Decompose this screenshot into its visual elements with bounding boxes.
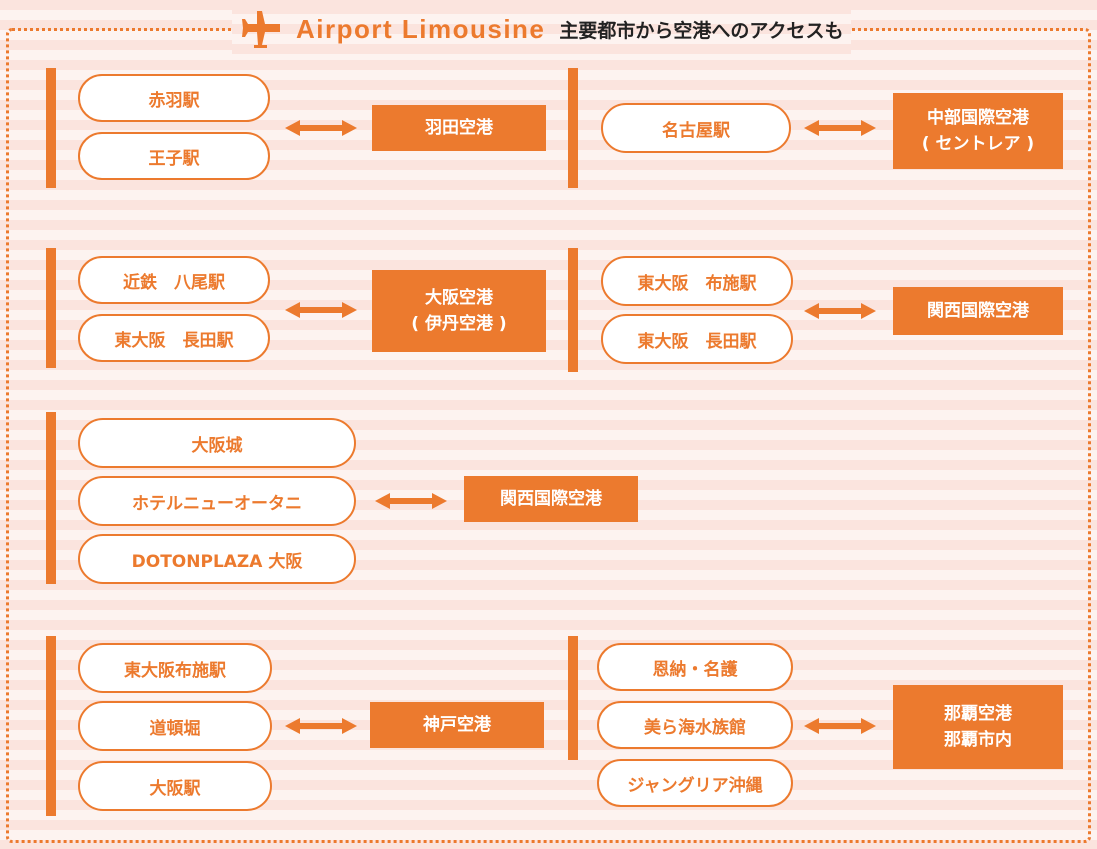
station-junglia: ジャングリア沖縄 xyxy=(597,759,793,807)
double-arrow-icon xyxy=(285,301,357,319)
station-higashi-osaka-fuse: 東大阪布施駅 xyxy=(78,643,272,693)
airport-nickname: ( 伊丹空港 ) xyxy=(411,314,507,334)
title-japanese: 主要都市から空港へのアクセスも xyxy=(559,19,844,42)
airport-kobe: 神戸空港 xyxy=(370,702,544,748)
station-oji: 王子駅 xyxy=(78,132,270,180)
group-bar xyxy=(46,412,56,584)
station-nagata: 東大阪 長田駅 xyxy=(601,314,793,364)
group-bar xyxy=(568,636,578,760)
airport-name: 大阪空港 xyxy=(424,287,493,308)
double-arrow-icon xyxy=(804,119,876,137)
airport-haneda: 羽田空港 xyxy=(372,105,546,151)
group-bar xyxy=(46,248,56,368)
station-nagata: 東大阪 長田駅 xyxy=(78,314,270,362)
airport-chubu: 中部国際空港 ( セントレア ) xyxy=(893,93,1063,169)
station-kintetsu-yao: 近鉄 八尾駅 xyxy=(78,256,270,304)
station-fuse: 東大阪 布施駅 xyxy=(601,256,793,306)
station-akabane: 赤羽駅 xyxy=(78,74,270,122)
double-arrow-icon xyxy=(285,119,357,137)
airport-nickname: ( セントレア ) xyxy=(921,134,1035,154)
station-osaka: 大阪駅 xyxy=(78,761,272,811)
group-bar xyxy=(568,248,578,372)
station-dotonbori: 道頓堀 xyxy=(78,701,272,751)
station-hotel-new-otani: ホテルニューオータニ xyxy=(78,476,356,526)
double-arrow-icon xyxy=(285,717,357,735)
title-english: Airport Limousine xyxy=(296,13,546,44)
double-arrow-icon xyxy=(804,717,876,735)
airport-name: 中部国際空港 xyxy=(926,107,1029,128)
group-bar xyxy=(46,68,56,188)
airport-itami: 大阪空港 ( 伊丹空港 ) xyxy=(372,270,546,352)
airport-name: 那覇空港 xyxy=(944,703,1012,724)
group-bar xyxy=(46,636,56,816)
airport-kansai: 関西国際空港 xyxy=(893,287,1063,335)
station-churaumi: 美ら海水族館 xyxy=(597,701,793,749)
station-nagoya: 名古屋駅 xyxy=(601,103,791,153)
group-bar xyxy=(568,68,578,188)
station-onna-nago: 恩納・名護 xyxy=(597,643,793,691)
double-arrow-icon xyxy=(375,492,447,510)
station-osaka-castle: 大阪城 xyxy=(78,418,356,468)
airport-kansai: 関西国際空港 xyxy=(464,476,638,522)
double-arrow-icon xyxy=(804,302,876,320)
airplane-icon xyxy=(242,11,280,48)
airport-city: 那覇市内 xyxy=(944,730,1012,750)
airport-naha: 那覇空港那覇市内 xyxy=(893,685,1063,769)
header: Airport Limousine 主要都市から空港へのアクセスも xyxy=(232,4,852,54)
station-doton-plaza: DOTONPLAZA 大阪 xyxy=(78,534,356,584)
